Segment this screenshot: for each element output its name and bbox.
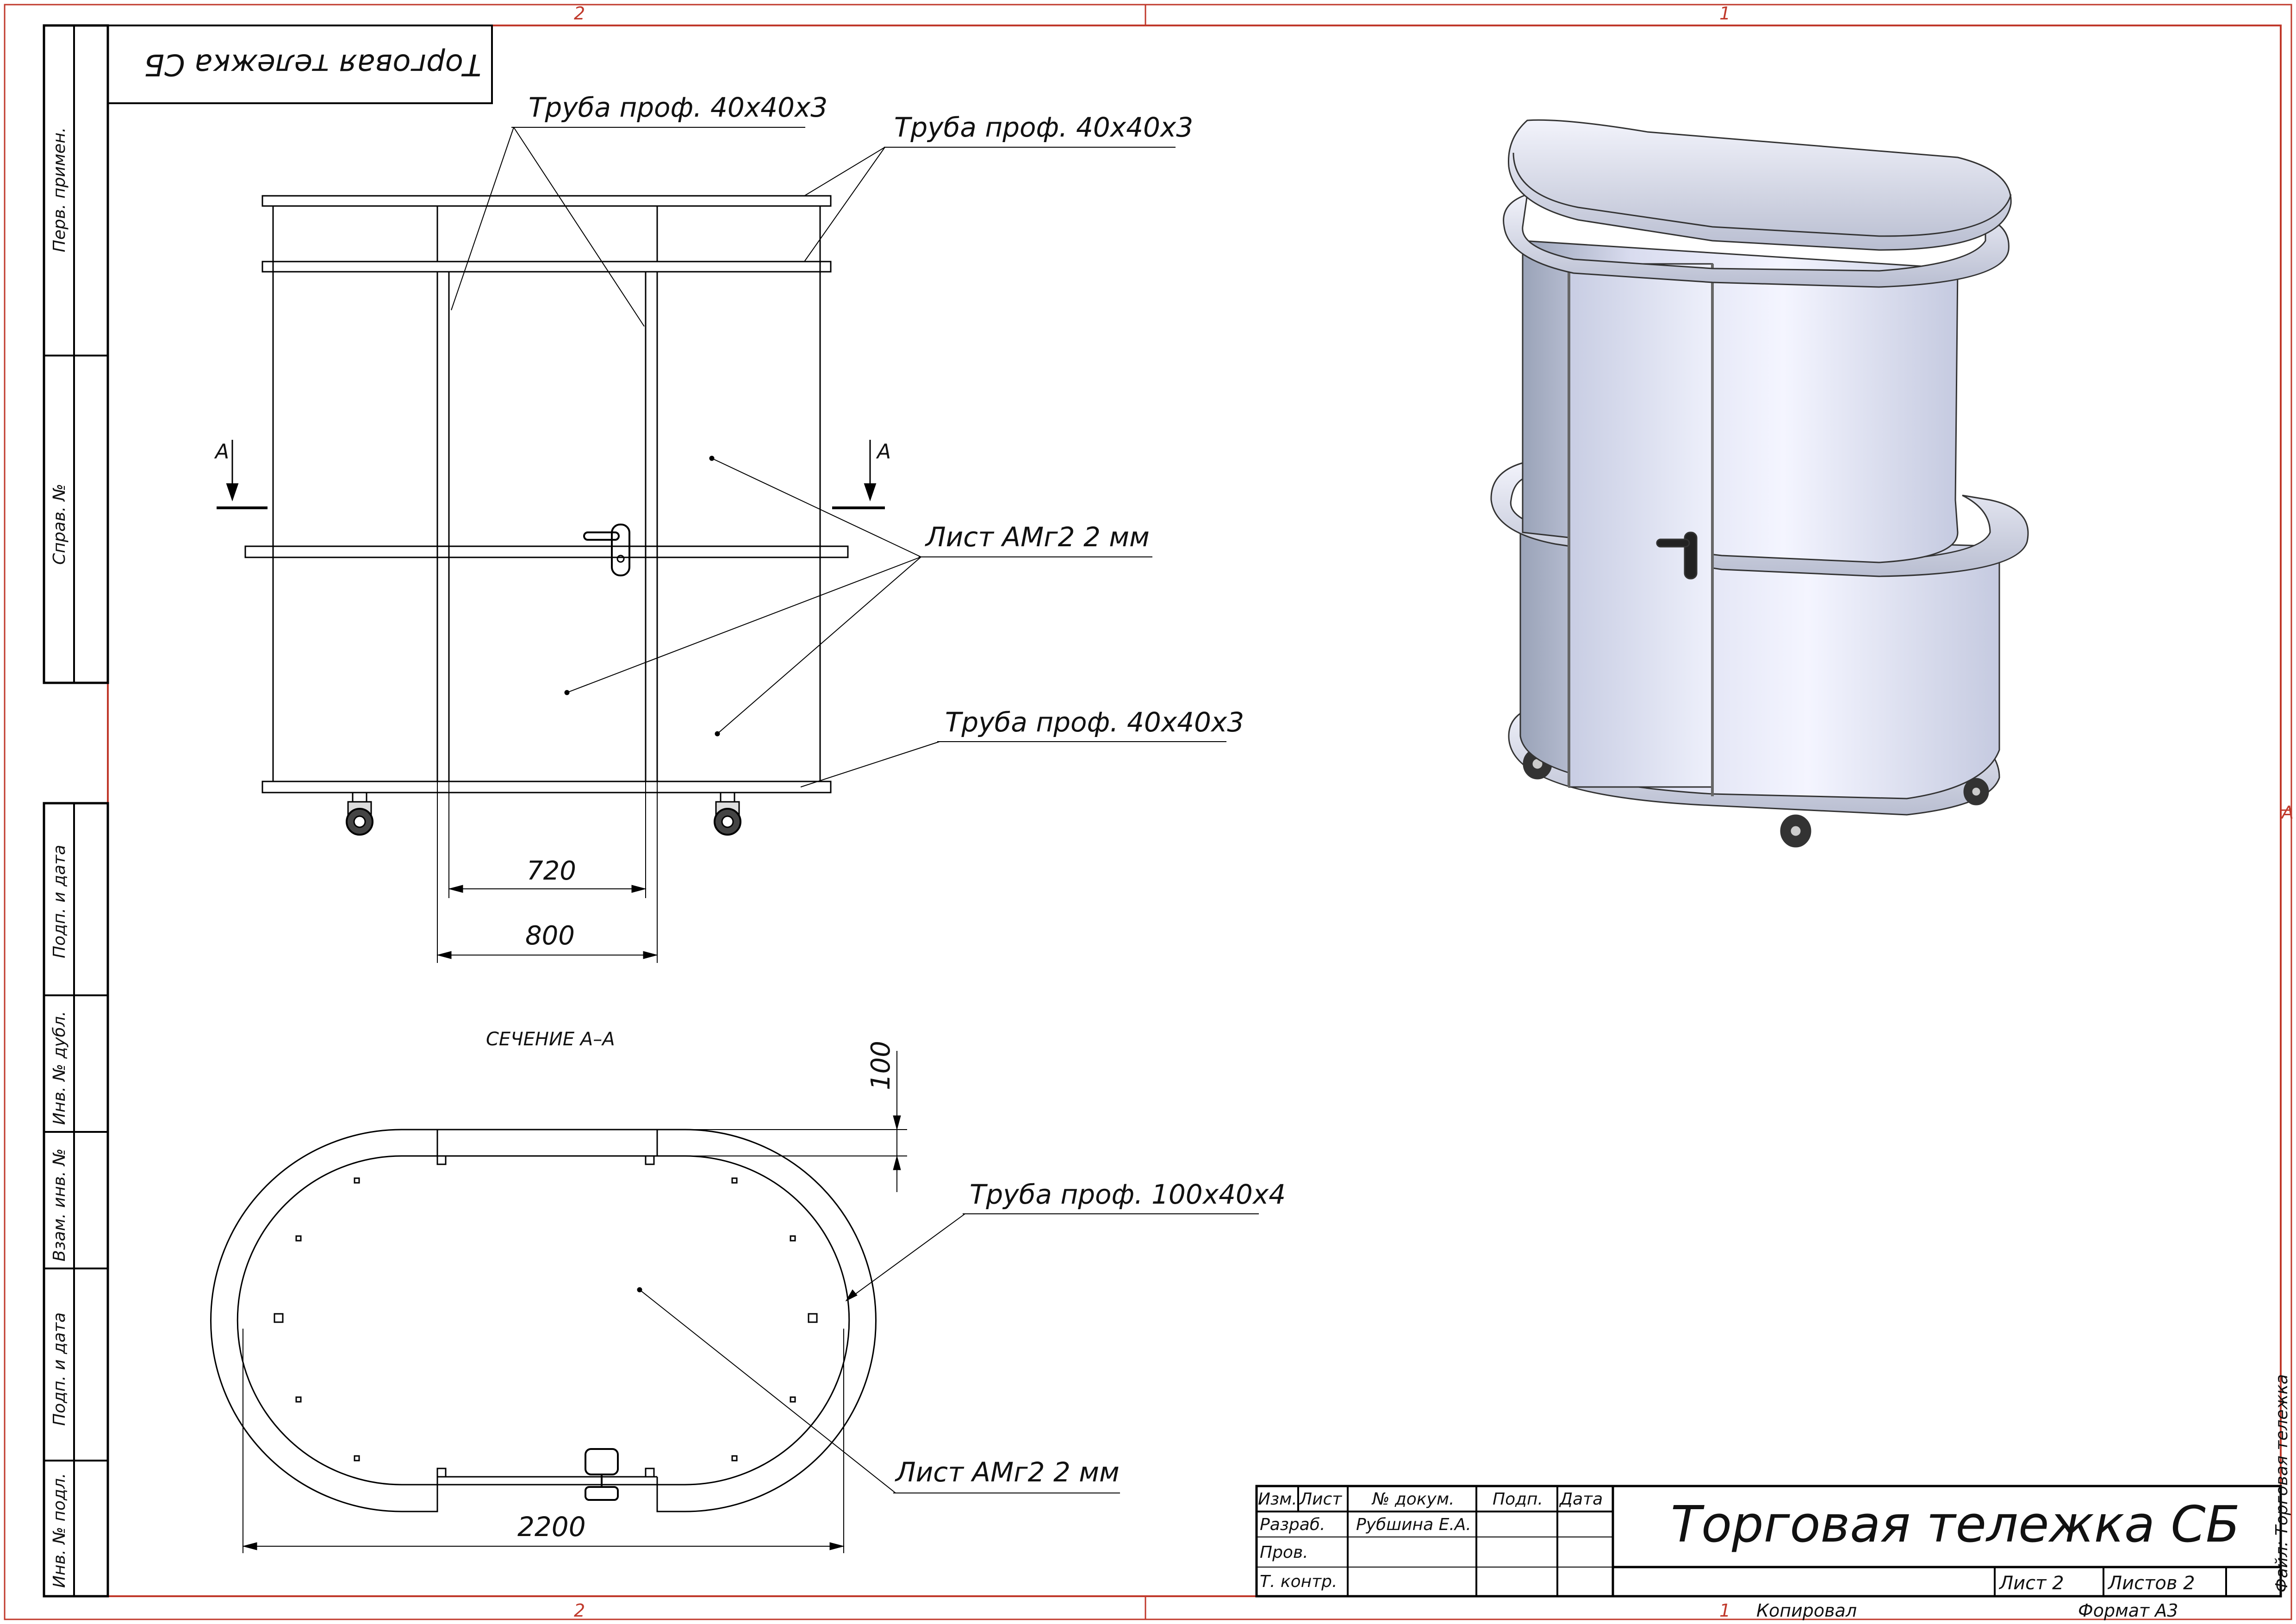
tb-sheets: Листов 2 [2107, 1573, 2195, 1594]
callout-sheet-front: Лист АМг2 2 мм [925, 521, 1150, 553]
section-right-ring [656, 1129, 877, 1512]
margin-label-perv: Перв. примен. [50, 127, 69, 252]
tb-row-tkontr: Т. контр. [1260, 1572, 1337, 1591]
section-mark-left [217, 440, 268, 509]
rotated-stamp: Торговая тележка СБ [107, 25, 493, 104]
isometric-view [1490, 119, 2029, 848]
dim-inner: 720 [527, 856, 576, 886]
door-handle [583, 524, 630, 576]
tb-row-razrab: Разраб. [1260, 1515, 1325, 1534]
section-title: СЕЧЕНИЕ А–А [486, 1029, 615, 1050]
rotated-stamp-text: Торговая тележка СБ [144, 47, 481, 81]
margin-label-inv-podl: Инв. № подл. [50, 1473, 69, 1588]
upper-ring [261, 261, 832, 273]
tb-header-doc: № докум. [1371, 1490, 1454, 1509]
callout-sheet-section: Лист АМг2 2 мм [895, 1456, 1120, 1488]
callout-tube-bottom: Труба проф. 40х40х3 [945, 706, 1244, 738]
zone-top-1: 1 [1719, 3, 1730, 24]
section-posts [274, 1155, 818, 1478]
title-block [1255, 1485, 2282, 1598]
tb-row-prov: Пров. [1260, 1543, 1308, 1562]
tb-header-izm: Изм. [1258, 1490, 1297, 1509]
door-post-left [436, 271, 450, 782]
margin-label-sprav: Справ. № [50, 484, 69, 565]
tb-developer: Рубшина Е.А. [1356, 1515, 1471, 1534]
section-labels: СЕЧЕНИЕ А–А 100 2200 Труба проф. 100х40х… [486, 1029, 1286, 1543]
wheel-left [346, 792, 373, 836]
front-view-labels: Труба проф. 40х40х3 Труба проф. 40х40х3 … [214, 92, 1244, 951]
bottom-ring [261, 781, 832, 793]
side-file-label: Файл: Торговая тележка [2272, 1374, 2291, 1593]
margin-label-podp1: Подп. и дата [50, 845, 69, 958]
dim-outer: 800 [525, 921, 575, 951]
section-letter-left: А [214, 440, 229, 463]
margin-table: Перв. примен. Справ. № Подп. и дата Инв.… [43, 24, 109, 1598]
margin-label-inv-dubl: Инв. № дубл. [50, 1011, 69, 1125]
tb-header-podp: Подп. [1493, 1490, 1543, 1509]
zone-right-a: A [2280, 802, 2294, 823]
zone-top-2: 2 [574, 3, 585, 24]
section-letter-right: А [876, 440, 891, 463]
dim-height-100: 100 [866, 1041, 896, 1090]
section-left-ring [210, 1129, 438, 1512]
tb-sheet: Лист 2 [1998, 1573, 2064, 1594]
callout-tube-top-right: Труба проф. 40х40х3 [894, 112, 1193, 143]
tb-copied: Копировал [1756, 1600, 1857, 1621]
front-view [217, 127, 1226, 963]
callout-tube-section: Труба проф. 100х40х4 [970, 1179, 1286, 1210]
tb-header-list: Лист [1299, 1490, 1342, 1509]
title-block-text: Изм. Лист № докум. Подп. Дата Разраб. Пр… [1258, 1374, 2291, 1621]
zone-labels: 2 1 2 1 A [574, 3, 2294, 1621]
margin-label-vzam: Взам. инв. № [50, 1149, 69, 1262]
section-view [210, 1051, 1259, 1553]
tb-title: Торговая тележка СБ [1671, 1496, 2240, 1554]
zone-bottom-1: 1 [1719, 1600, 1730, 1621]
iso-door-handle [1656, 531, 1698, 580]
door-post-right [645, 271, 658, 782]
zone-bottom-2: 2 [574, 1600, 585, 1621]
wheel-right [714, 792, 741, 836]
callout-tube-top-left: Труба проф. 40х40х3 [529, 92, 828, 123]
tb-format: Формат А3 [2078, 1600, 2178, 1621]
section-handle [585, 1448, 619, 1501]
middle-ring [244, 545, 849, 558]
tb-header-date: Дата [1559, 1490, 1603, 1509]
section-mark-right [832, 440, 885, 509]
dim-width-2200: 2200 [517, 1511, 586, 1543]
top-plate [261, 195, 832, 207]
margin-label-podp2: Подп. и дата [50, 1312, 69, 1426]
